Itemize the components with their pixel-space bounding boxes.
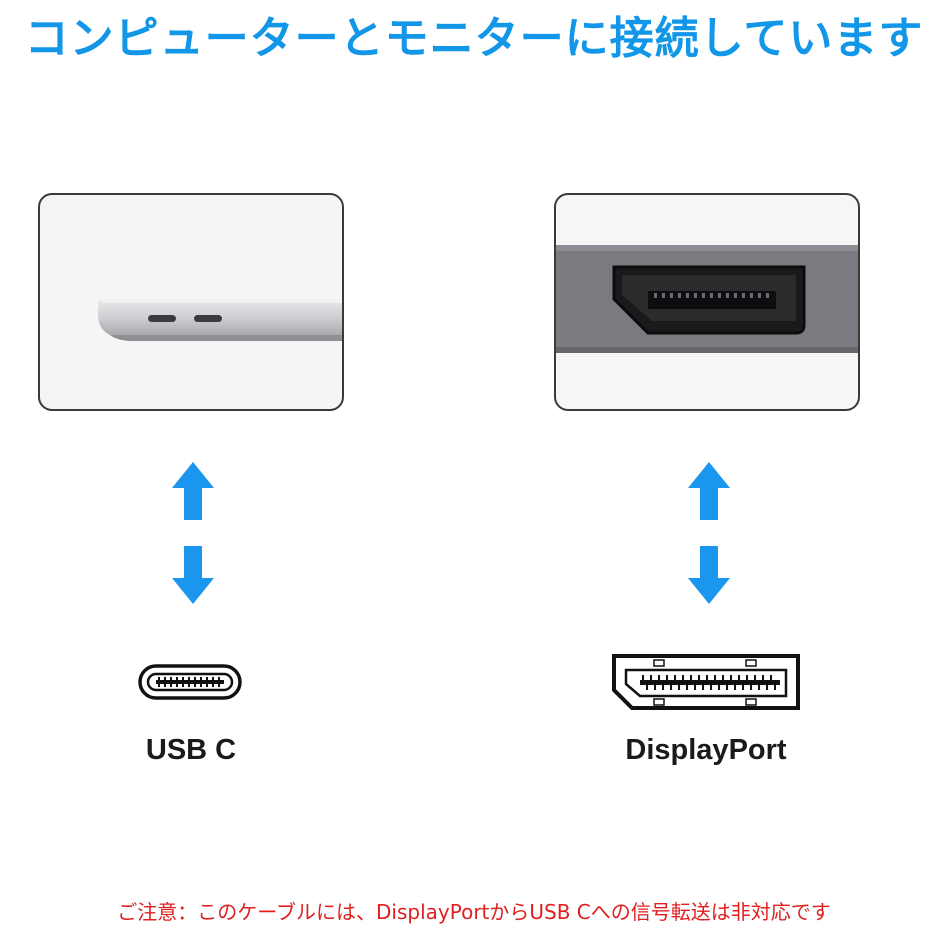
displayport-label: DisplayPort — [625, 734, 787, 766]
arrow-up-icon — [688, 462, 730, 520]
usb-c-label: USB C — [145, 734, 237, 766]
arrow-down-icon — [172, 546, 214, 604]
arrow-down-icon — [688, 546, 730, 604]
laptop-panel — [38, 193, 344, 411]
usb-c-port-1 — [148, 315, 176, 322]
usb-c-port-2 — [194, 315, 222, 322]
page-title: コンピューターとモニターに接続しています — [24, 13, 924, 64]
displayport-image — [556, 245, 858, 353]
displayport-panel — [554, 193, 860, 411]
displayport-connector-icon — [612, 654, 800, 710]
caution-note: ご注意：このケーブルには、DisplayPortからUSB Cへの信号転送は非対… — [117, 900, 831, 924]
usb-c-connector-icon — [138, 664, 242, 700]
laptop-image — [98, 299, 342, 341]
arrow-up-icon — [172, 462, 214, 520]
